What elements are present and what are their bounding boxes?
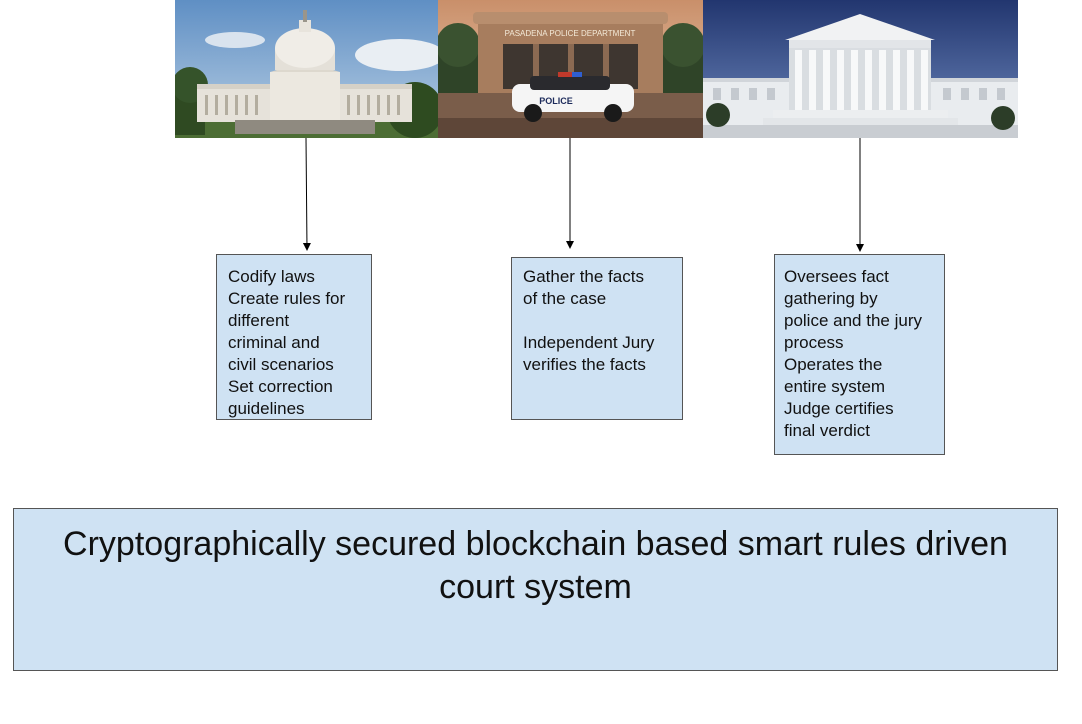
capitol-photo (175, 0, 438, 138)
legislature-line: Codify laws (228, 267, 315, 286)
police-line: Gather the facts (523, 267, 644, 286)
arrow-legislature (302, 137, 311, 251)
police-line: verifies the facts (523, 355, 646, 374)
court-line: gathering by (784, 289, 878, 308)
legislature-line: civil scenarios (228, 355, 334, 374)
banner-line-1: Cryptographically secured blockchain bas… (63, 525, 1008, 563)
court-line: entire system (784, 377, 886, 396)
legislature-line: criminal and (228, 333, 320, 352)
court-line: Operates the (784, 355, 883, 374)
legislature-line: different (228, 311, 290, 330)
court-line: process (784, 333, 844, 352)
banner-line-2: court system (439, 568, 632, 606)
police-sign-text: PASADENA POLICE DEPARTMENT (505, 29, 636, 38)
legislature-line: Create rules for (228, 289, 346, 308)
court-line: police and the jury (784, 311, 922, 330)
police-line: of the case (523, 289, 607, 308)
court-box: Oversees fact gathering by police and th… (774, 254, 945, 455)
police-line: Independent Jury (523, 333, 655, 352)
police-car-text: POLICE (539, 96, 573, 106)
court-line: final verdict (784, 421, 870, 440)
legislature-box: Codify laws Create rules for different c… (216, 254, 372, 420)
police-box: Gather the facts of the case Independent… (511, 257, 683, 420)
police-department-photo: PASADENA POLICE DEPARTMENT POLICE (438, 0, 703, 138)
system-banner: Cryptographically secured blockchain bas… (13, 508, 1058, 671)
court-line: Judge certifies (784, 399, 894, 418)
court-line: Oversees fact (784, 267, 889, 286)
legislature-line: Set correction (228, 377, 333, 396)
supreme-court-photo (703, 0, 1018, 138)
legislature-line: guidelines (228, 399, 305, 418)
